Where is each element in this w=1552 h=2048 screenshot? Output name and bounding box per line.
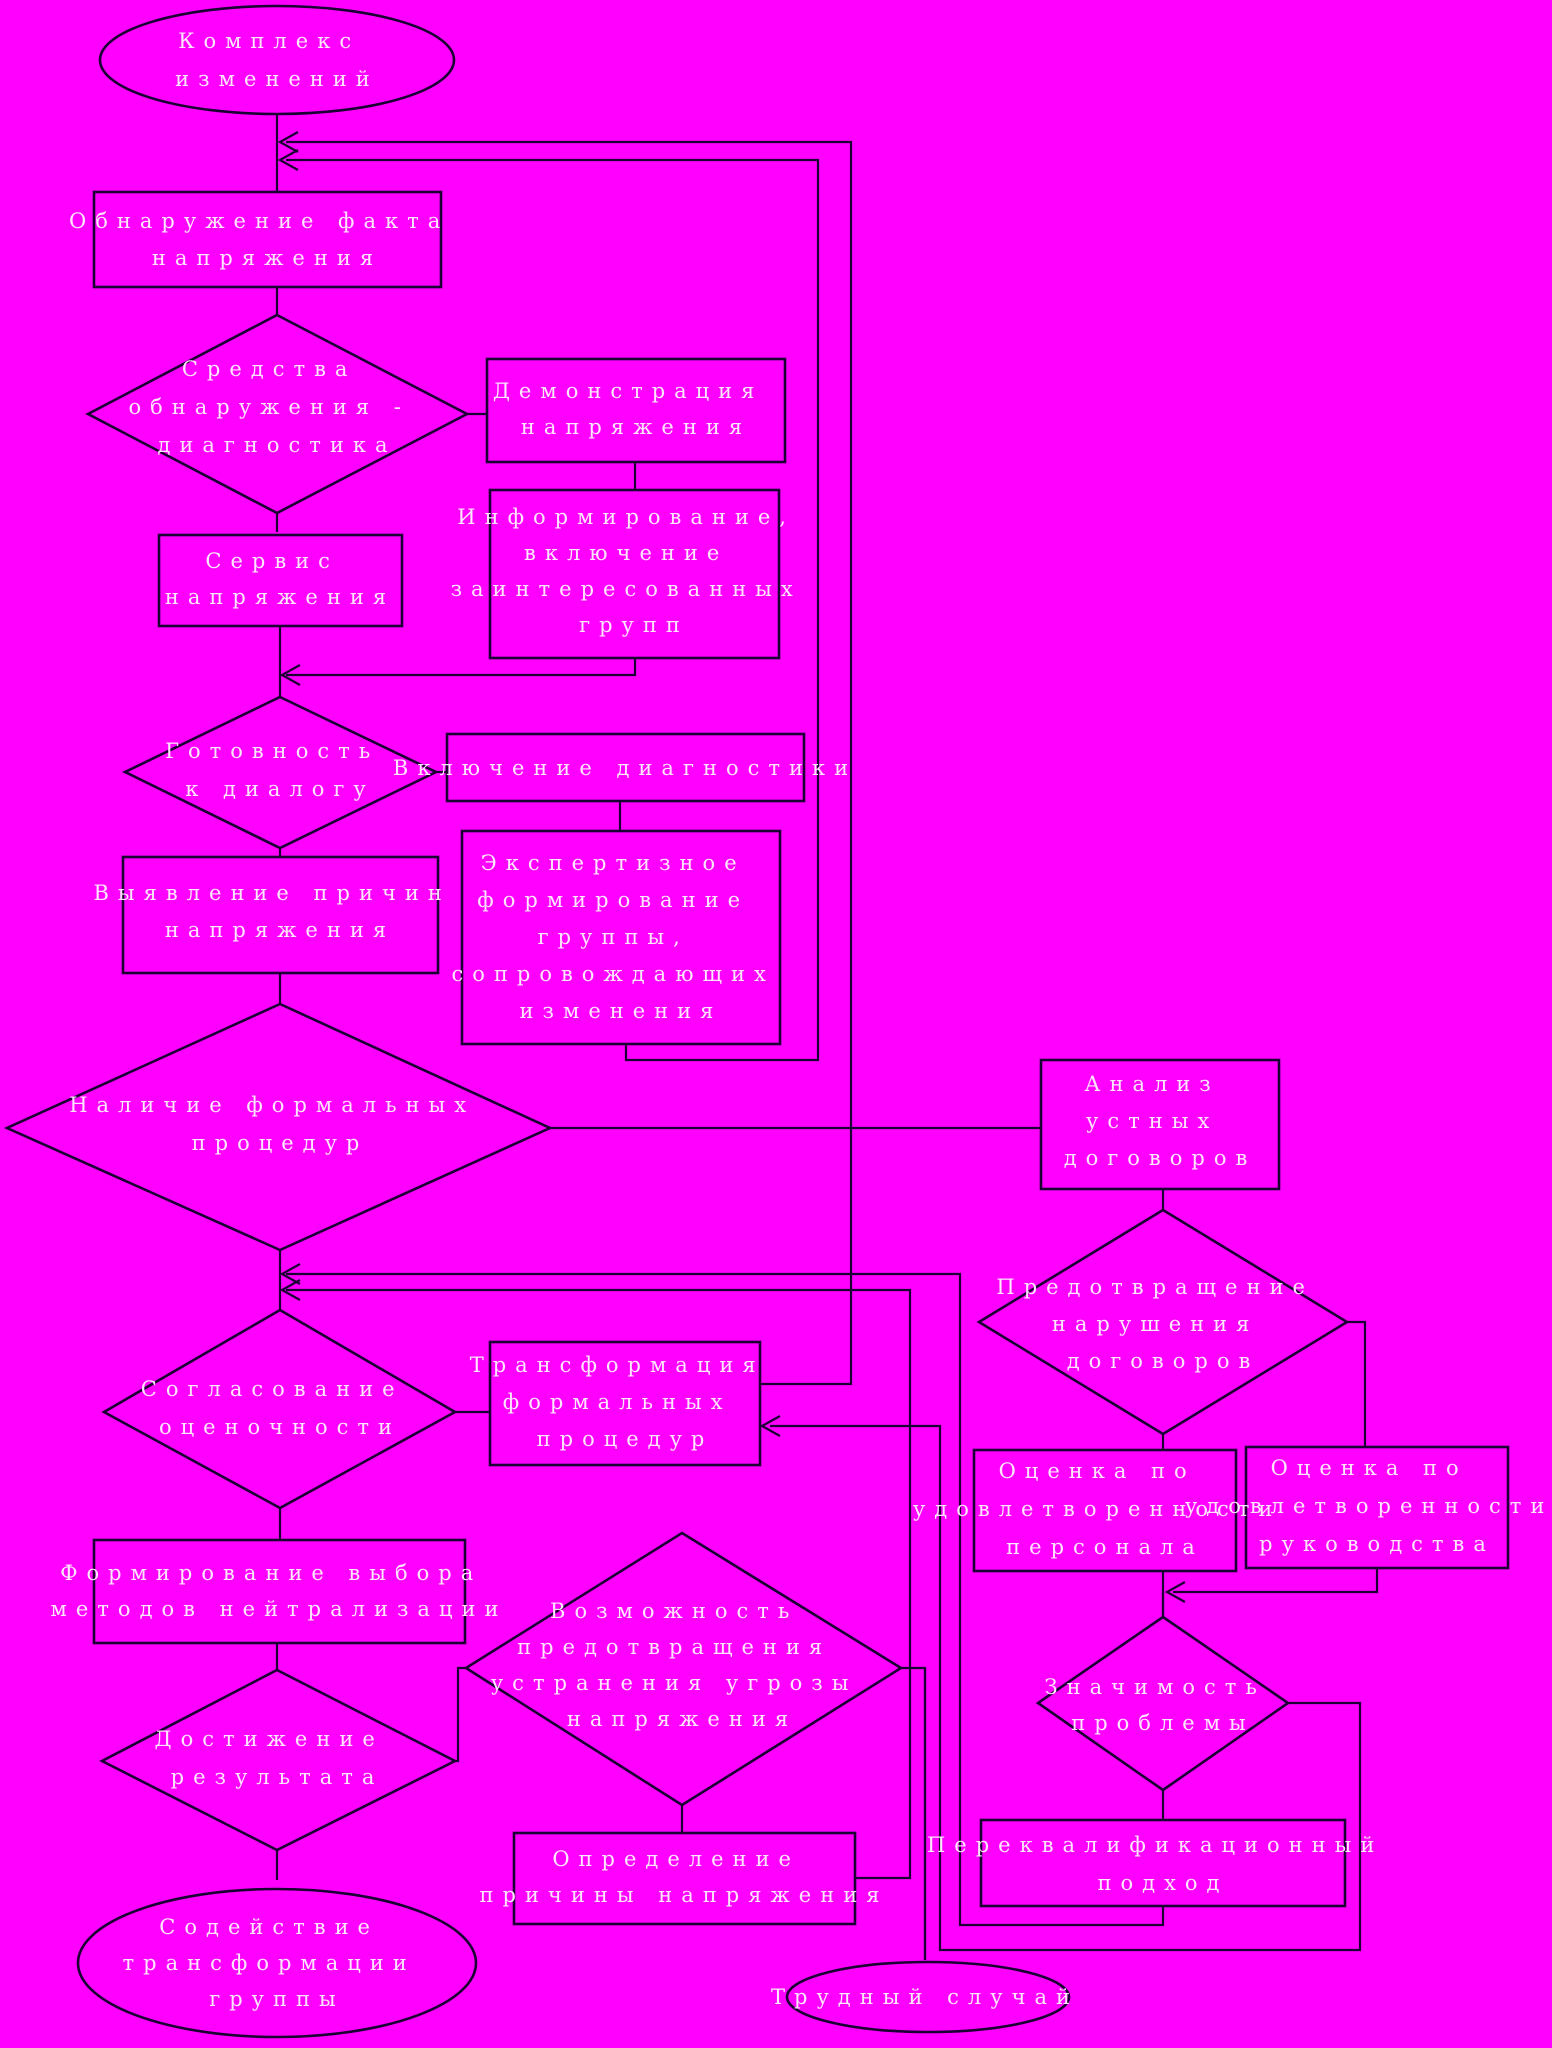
- label-retransform: Переквалификационный подход: [927, 1833, 1399, 1895]
- edge-diamond5-to-possibility: [455, 1666, 466, 1763]
- node-assess-management: [1244, 1445, 1510, 1570]
- label-causes-problems: Значимость проблемы: [1045, 1675, 1282, 1735]
- node-analysis-team: [1039, 1058, 1281, 1191]
- edge-detect-return: [286, 1288, 912, 1880]
- node-start: [98, 4, 456, 116]
- node-demo-tension: [485, 357, 787, 464]
- arrow-head-icon: [279, 1263, 301, 1285]
- label-end-transform: Содействие трансформации группы: [123, 1915, 432, 2011]
- node-detect-source: [512, 1831, 857, 1926]
- node-transform-proc: [488, 1340, 762, 1467]
- label-analysis-team: Анализ устных договоров: [1064, 1072, 1257, 1170]
- label-involve-diag: Включение диагностики: [393, 756, 857, 780]
- label-opinion-check: Согласование оценочности: [141, 1377, 419, 1439]
- edge-possibility-right: [901, 1666, 927, 1960]
- label-form-methods: Формирование выбора методов нейтрализаци…: [51, 1561, 508, 1621]
- node-inform-groups: [488, 488, 781, 660]
- edge-prevent-right-to-management: [1347, 1320, 1367, 1447]
- label-identify-causes: Выявление причин напряжения: [93, 881, 466, 942]
- label-assess-state: Обнаружение факта напряжения: [69, 209, 465, 270]
- node-involve-diag: [445, 732, 806, 803]
- label-transform-proc: Трансформация формальных процедур: [470, 1353, 781, 1451]
- node-need-diagnosis: [122, 695, 439, 850]
- arrow-head-icon: [279, 1279, 301, 1301]
- node-formal-procedures: [3, 1002, 554, 1252]
- node-end-transform: [76, 1887, 478, 2039]
- label-assess-management: Оценка по удовлетворенности руководства: [1185, 1456, 1552, 1556]
- arrow-head-icon: [1164, 1581, 1186, 1603]
- edge-causes-right-loop: [770, 1424, 1362, 1952]
- label-prevent-agreements: Предотвращение нарушения договоров: [996, 1275, 1329, 1373]
- node-form-methods: [92, 1538, 467, 1645]
- arrow-head-icon: [759, 1415, 781, 1437]
- label-inform-groups: Информирование, включение заинтересованн…: [451, 505, 818, 637]
- label-source-tension: Сервис напряжения: [165, 549, 395, 609]
- label-result-check: Достижение результата: [155, 1727, 400, 1789]
- label-detect-source: Определение причины напряжения: [480, 1847, 889, 1907]
- edge-inform-return: [286, 658, 637, 677]
- label-assess-personal: Оценка по удовлетворенности персонала: [913, 1459, 1297, 1559]
- node-analysis-forming: [460, 829, 782, 1046]
- node-opinion-check: [101, 1308, 458, 1510]
- edge-management-to-merge: [1173, 1568, 1379, 1594]
- connectors: [275, 113, 1379, 1960]
- node-assess-personal: [972, 1448, 1238, 1573]
- label-possibility: Возможность предотвращения устранения уг…: [491, 1599, 873, 1731]
- node-causes-problems: [1035, 1615, 1291, 1792]
- node-hard-case: [785, 1960, 1071, 2034]
- label-need-diagnosis: Готовность к диалогу: [165, 739, 395, 801]
- node-identify-causes: [121, 855, 440, 975]
- arrow-head-icon: [279, 664, 301, 686]
- arrow-head-icon: [277, 131, 299, 153]
- label-analysis-forming: Экспертизное формирование группы, сопров…: [451, 851, 790, 1023]
- node-retransform: [979, 1818, 1347, 1908]
- label-need-help: Средства обнаружения - диагностика: [128, 357, 425, 457]
- shapes: [3, 4, 1510, 2039]
- arrow-heads: [277, 131, 1186, 1603]
- label-hard-case: Трудный случай: [771, 1985, 1079, 2009]
- edge-transform-loop-top: [286, 140, 853, 1386]
- node-source-tension: [157, 533, 404, 628]
- node-prevent-agreements: [976, 1208, 1350, 1436]
- edge-analysis-loop-top: [286, 158, 820, 1062]
- label-formal-procedures: Наличие формальных процедур: [69, 1093, 491, 1155]
- node-need-help: [85, 313, 470, 515]
- node-assess-state: [92, 190, 443, 289]
- node-possibility: [463, 1531, 904, 1807]
- labels: Комплекс изменений Обнаружение факта нап…: [51, 29, 1552, 2011]
- edge-retransform-loop: [286, 1272, 1165, 1927]
- label-demo-tension: Демонстрация напряжения: [493, 379, 779, 439]
- node-result-check: [99, 1668, 458, 1852]
- label-start: Комплекс изменений: [175, 29, 379, 91]
- arrow-head-icon: [277, 149, 299, 171]
